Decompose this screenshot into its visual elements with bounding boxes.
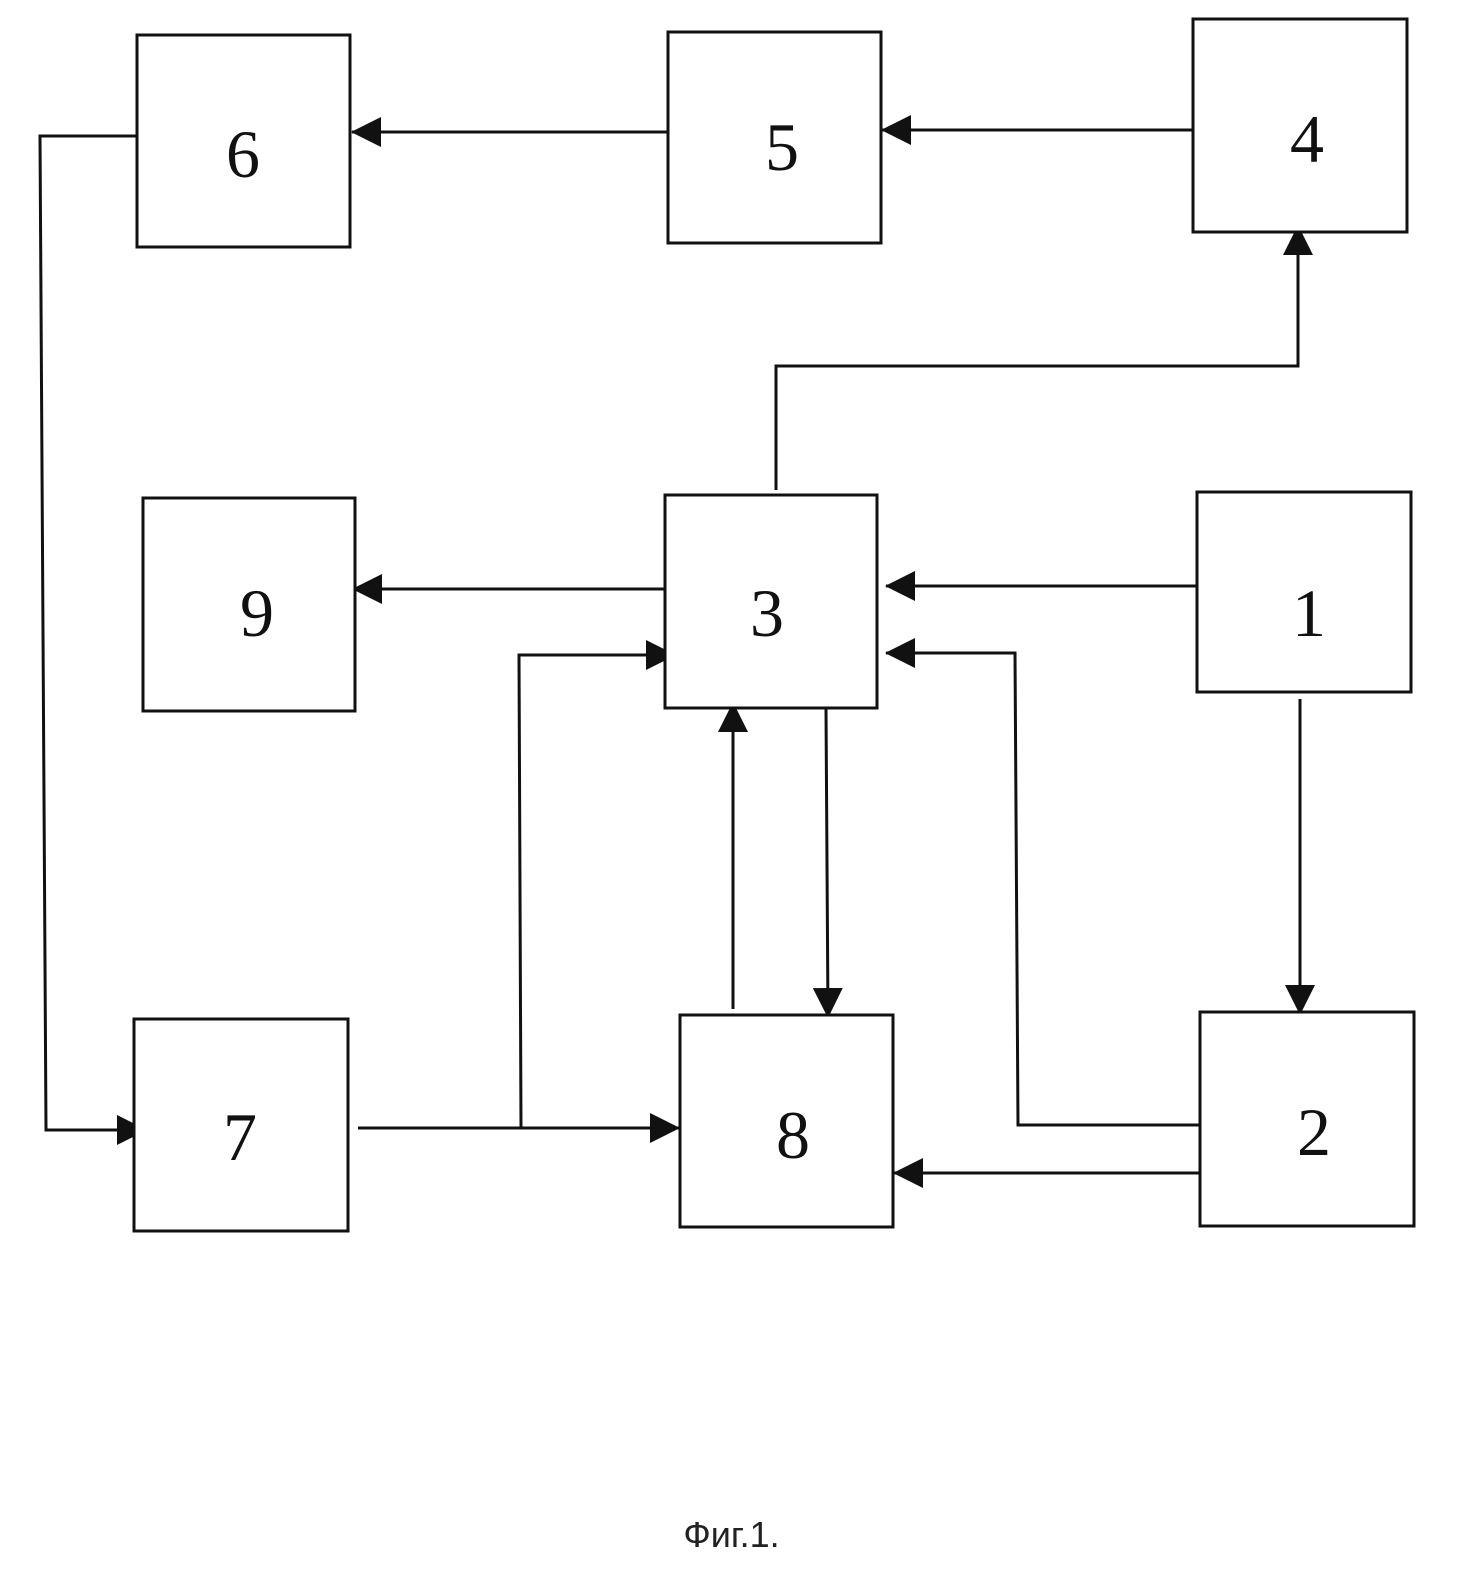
block-8: 8 xyxy=(678,1013,895,1229)
block-5-label: 5 xyxy=(765,109,799,185)
block-7: 7 xyxy=(132,1017,350,1233)
block-9-label: 9 xyxy=(240,575,274,651)
block-1: 1 xyxy=(1195,490,1413,694)
connector-6-to-7 xyxy=(38,134,147,1145)
block-6: 6 xyxy=(135,33,352,249)
block-4-label: 4 xyxy=(1290,101,1324,177)
block-3-label: 3 xyxy=(750,575,784,651)
block-3: 3 xyxy=(663,493,879,710)
block-1-label: 1 xyxy=(1292,575,1326,651)
connector-3-to-8 xyxy=(812,708,843,1018)
block-2: 2 xyxy=(1198,1010,1416,1228)
block-6-label: 6 xyxy=(226,116,260,192)
connectors xyxy=(38,115,1315,1188)
block-2-label: 2 xyxy=(1297,1094,1331,1170)
connector-7-to-3 xyxy=(517,640,676,1129)
blocks: 6 5 4 9 3 1 7 8 xyxy=(132,17,1416,1233)
figure-caption: Фиг.1. xyxy=(683,1514,780,1555)
block-4: 4 xyxy=(1191,17,1409,234)
connector-3-to-4 xyxy=(774,225,1313,490)
block-5: 5 xyxy=(666,30,883,245)
block-7-label: 7 xyxy=(223,1099,257,1175)
block-8-label: 8 xyxy=(776,1097,810,1173)
block-9: 9 xyxy=(141,496,357,713)
connector-2-to-3 xyxy=(885,638,1200,1127)
